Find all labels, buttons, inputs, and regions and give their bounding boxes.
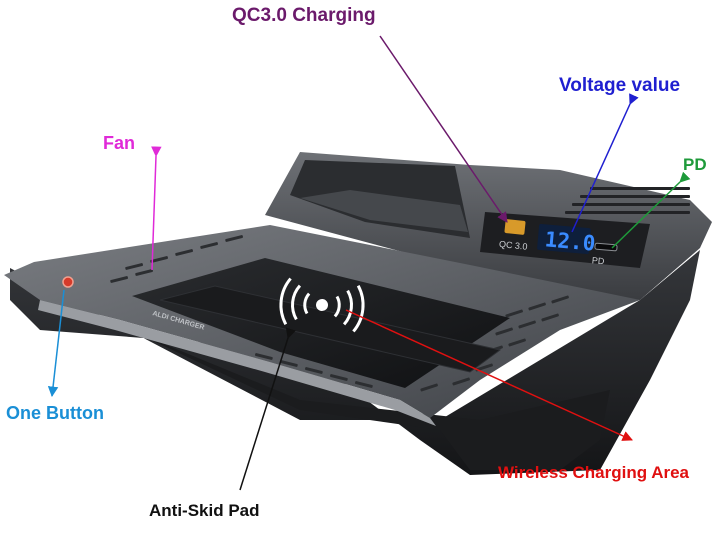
one-button-arrow bbox=[47, 289, 65, 398]
anti-skid-arrow bbox=[239, 327, 296, 491]
charger-device: QC 3.0 12.0 PD bbox=[4, 152, 712, 475]
one-button-label: One Button bbox=[6, 403, 104, 423]
wireless-charging-icon bbox=[279, 277, 365, 333]
front-edge bbox=[38, 300, 436, 426]
front-vent bbox=[254, 353, 373, 388]
pd-port[interactable] bbox=[594, 242, 618, 252]
rear-vent bbox=[565, 187, 690, 214]
usb-port-label: QC 3.0 bbox=[499, 239, 528, 252]
pd-label: PD bbox=[683, 155, 707, 174]
anti-skid-pad-label: Anti-Skid Pad bbox=[149, 501, 260, 520]
voltage-display-value: 12.0 bbox=[544, 227, 596, 255]
voltage-value-arrow bbox=[571, 93, 639, 233]
usb-port[interactable] bbox=[504, 219, 526, 235]
qc-charging-label: QC3.0 Charging bbox=[232, 5, 376, 26]
power-button[interactable] bbox=[62, 276, 74, 288]
device-lower-shell bbox=[130, 330, 610, 470]
fan-label: Fan bbox=[103, 133, 136, 153]
fan-arrow bbox=[151, 146, 162, 271]
left-vent bbox=[110, 235, 244, 283]
voltage-value-label: Voltage value bbox=[559, 75, 681, 96]
voltage-display bbox=[537, 223, 591, 255]
pd-port-label: PD bbox=[592, 255, 606, 266]
qc-charging-arrow bbox=[379, 35, 508, 223]
wireless-charging-area-label: Wireless Charging Area bbox=[498, 463, 690, 482]
wireless-charging-arrow bbox=[345, 309, 633, 441]
tray-floor bbox=[300, 190, 468, 232]
pd-arrow bbox=[611, 171, 691, 249]
anti-skid-strip bbox=[159, 285, 502, 373]
